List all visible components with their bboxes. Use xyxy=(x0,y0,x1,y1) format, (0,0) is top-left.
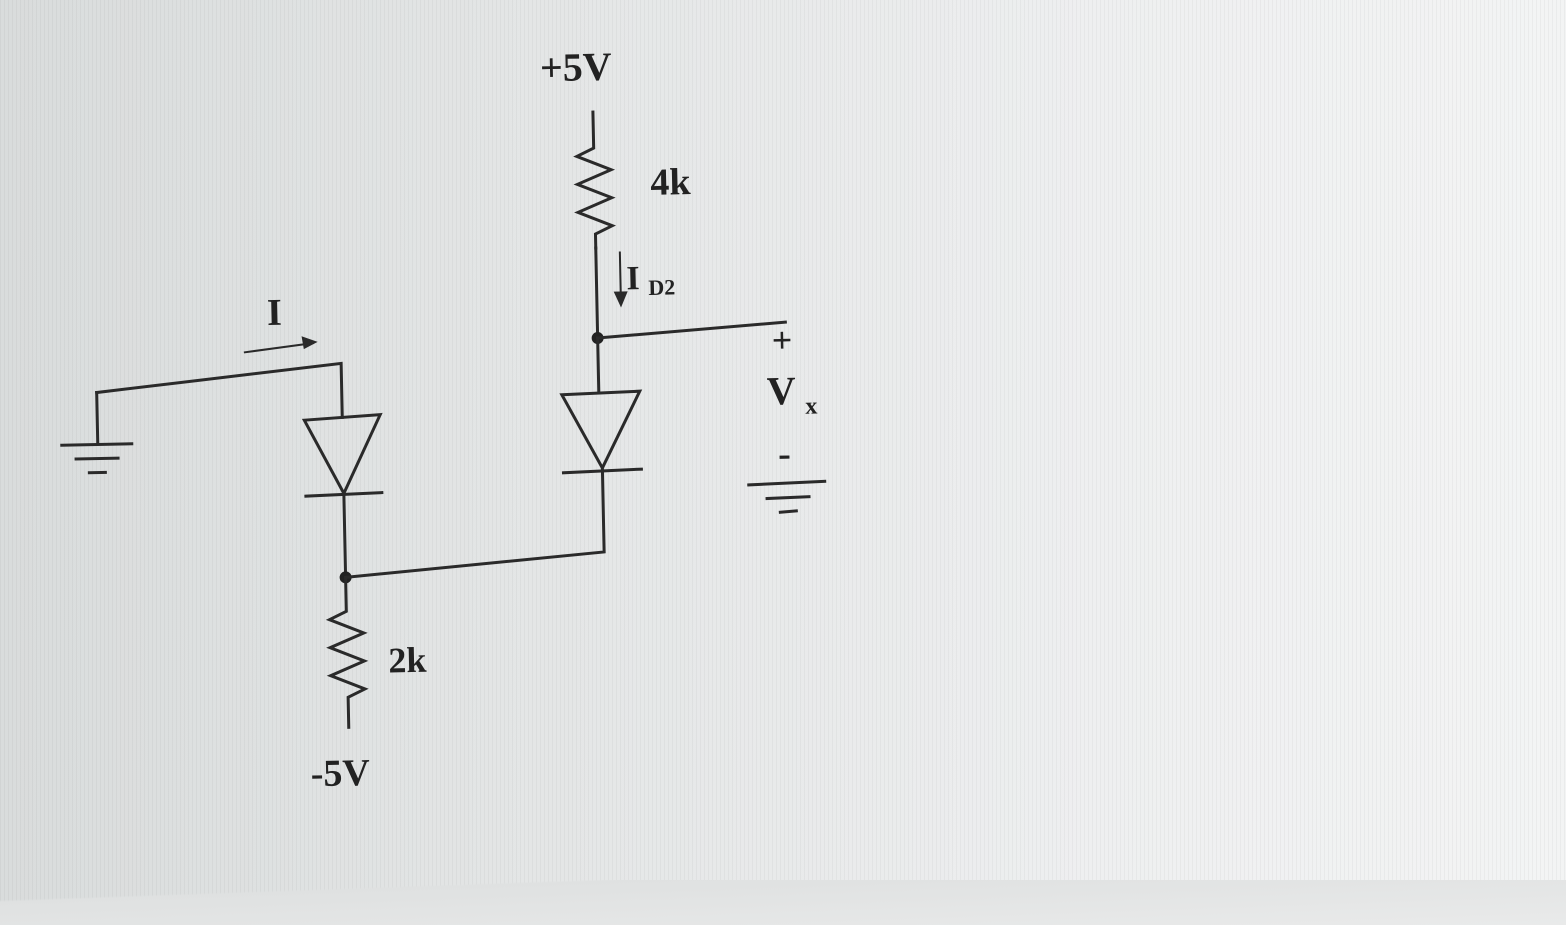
resistor-4k xyxy=(573,110,617,338)
wire-node-to-d2-cathode xyxy=(343,468,606,579)
resistor-4k-label: 4k xyxy=(650,161,692,204)
current-label-id2-main: I xyxy=(626,260,640,297)
current-label-id2: I D2 xyxy=(626,259,675,300)
wire-ground-to-d1 xyxy=(95,361,344,419)
diode-d2 xyxy=(559,336,643,475)
current-label-id2-sub: D2 xyxy=(648,274,675,300)
ground-symbol-left xyxy=(60,390,134,475)
vx-minus-label: - xyxy=(778,433,792,475)
current-arrow-i xyxy=(243,336,318,354)
vx-label-sub: x xyxy=(805,393,818,419)
current-label-i: I xyxy=(267,292,283,334)
monitor-bezel-edge xyxy=(0,880,1566,925)
resistor-2k-label: 2k xyxy=(388,640,427,681)
diode-d1 xyxy=(301,412,384,579)
resistor-2k xyxy=(325,575,369,729)
ground-symbol-right xyxy=(747,479,827,514)
current-arrow-id2 xyxy=(613,251,628,308)
wire-to-vx-terminal xyxy=(596,320,787,340)
supply-negative-label: -5V xyxy=(310,752,371,795)
vx-plus-label: + xyxy=(771,320,792,360)
vx-label: V x xyxy=(766,367,817,420)
vx-label-main: V xyxy=(766,368,796,414)
supply-positive-label: +5V xyxy=(540,44,613,90)
